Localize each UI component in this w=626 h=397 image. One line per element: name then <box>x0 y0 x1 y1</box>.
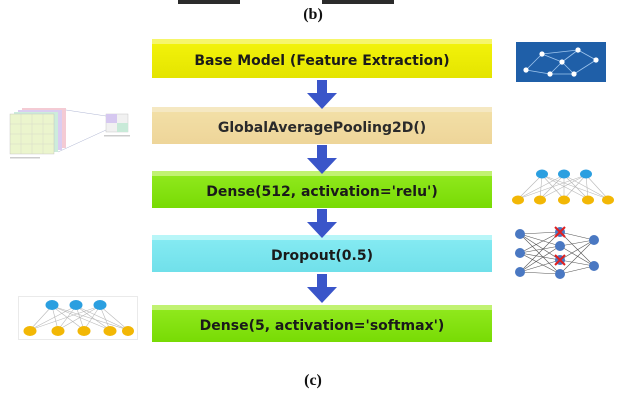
dropout-network-icon <box>510 222 602 284</box>
caption-c: (c) <box>304 372 322 389</box>
pooling-matrix-icon <box>4 100 136 162</box>
dense-layer-icon <box>510 166 616 208</box>
caption-b: (b) <box>303 6 323 23</box>
global-average-pooling-label: GlobalAveragePooling2D() <box>217 120 427 136</box>
base-model-label: Base Model (Feature Extraction) <box>194 53 450 69</box>
down-arrow-icon <box>307 145 337 174</box>
previous-figure-image-right <box>322 0 394 4</box>
down-arrow-icon <box>307 209 337 238</box>
dense-5-output-block: Dense(5, activation='softmax') <box>152 305 492 342</box>
dense-512-block: Dense(512, activation='relu') <box>152 171 492 208</box>
output-layer-icon <box>18 296 138 340</box>
global-average-pooling-block: GlobalAveragePooling2D() <box>152 107 492 144</box>
dense-5-output-label: Dense(5, activation='softmax') <box>199 318 445 334</box>
dense-512-label: Dense(512, activation='relu') <box>206 184 438 200</box>
previous-figure-image-left <box>178 0 240 4</box>
down-arrow-icon <box>307 274 337 303</box>
base-model-block: Base Model (Feature Extraction) <box>152 39 492 78</box>
network-graph-icon <box>516 42 606 82</box>
down-arrow-icon <box>307 80 337 109</box>
dropout-block: Dropout(0.5) <box>152 235 492 272</box>
dropout-label: Dropout(0.5) <box>270 248 374 264</box>
